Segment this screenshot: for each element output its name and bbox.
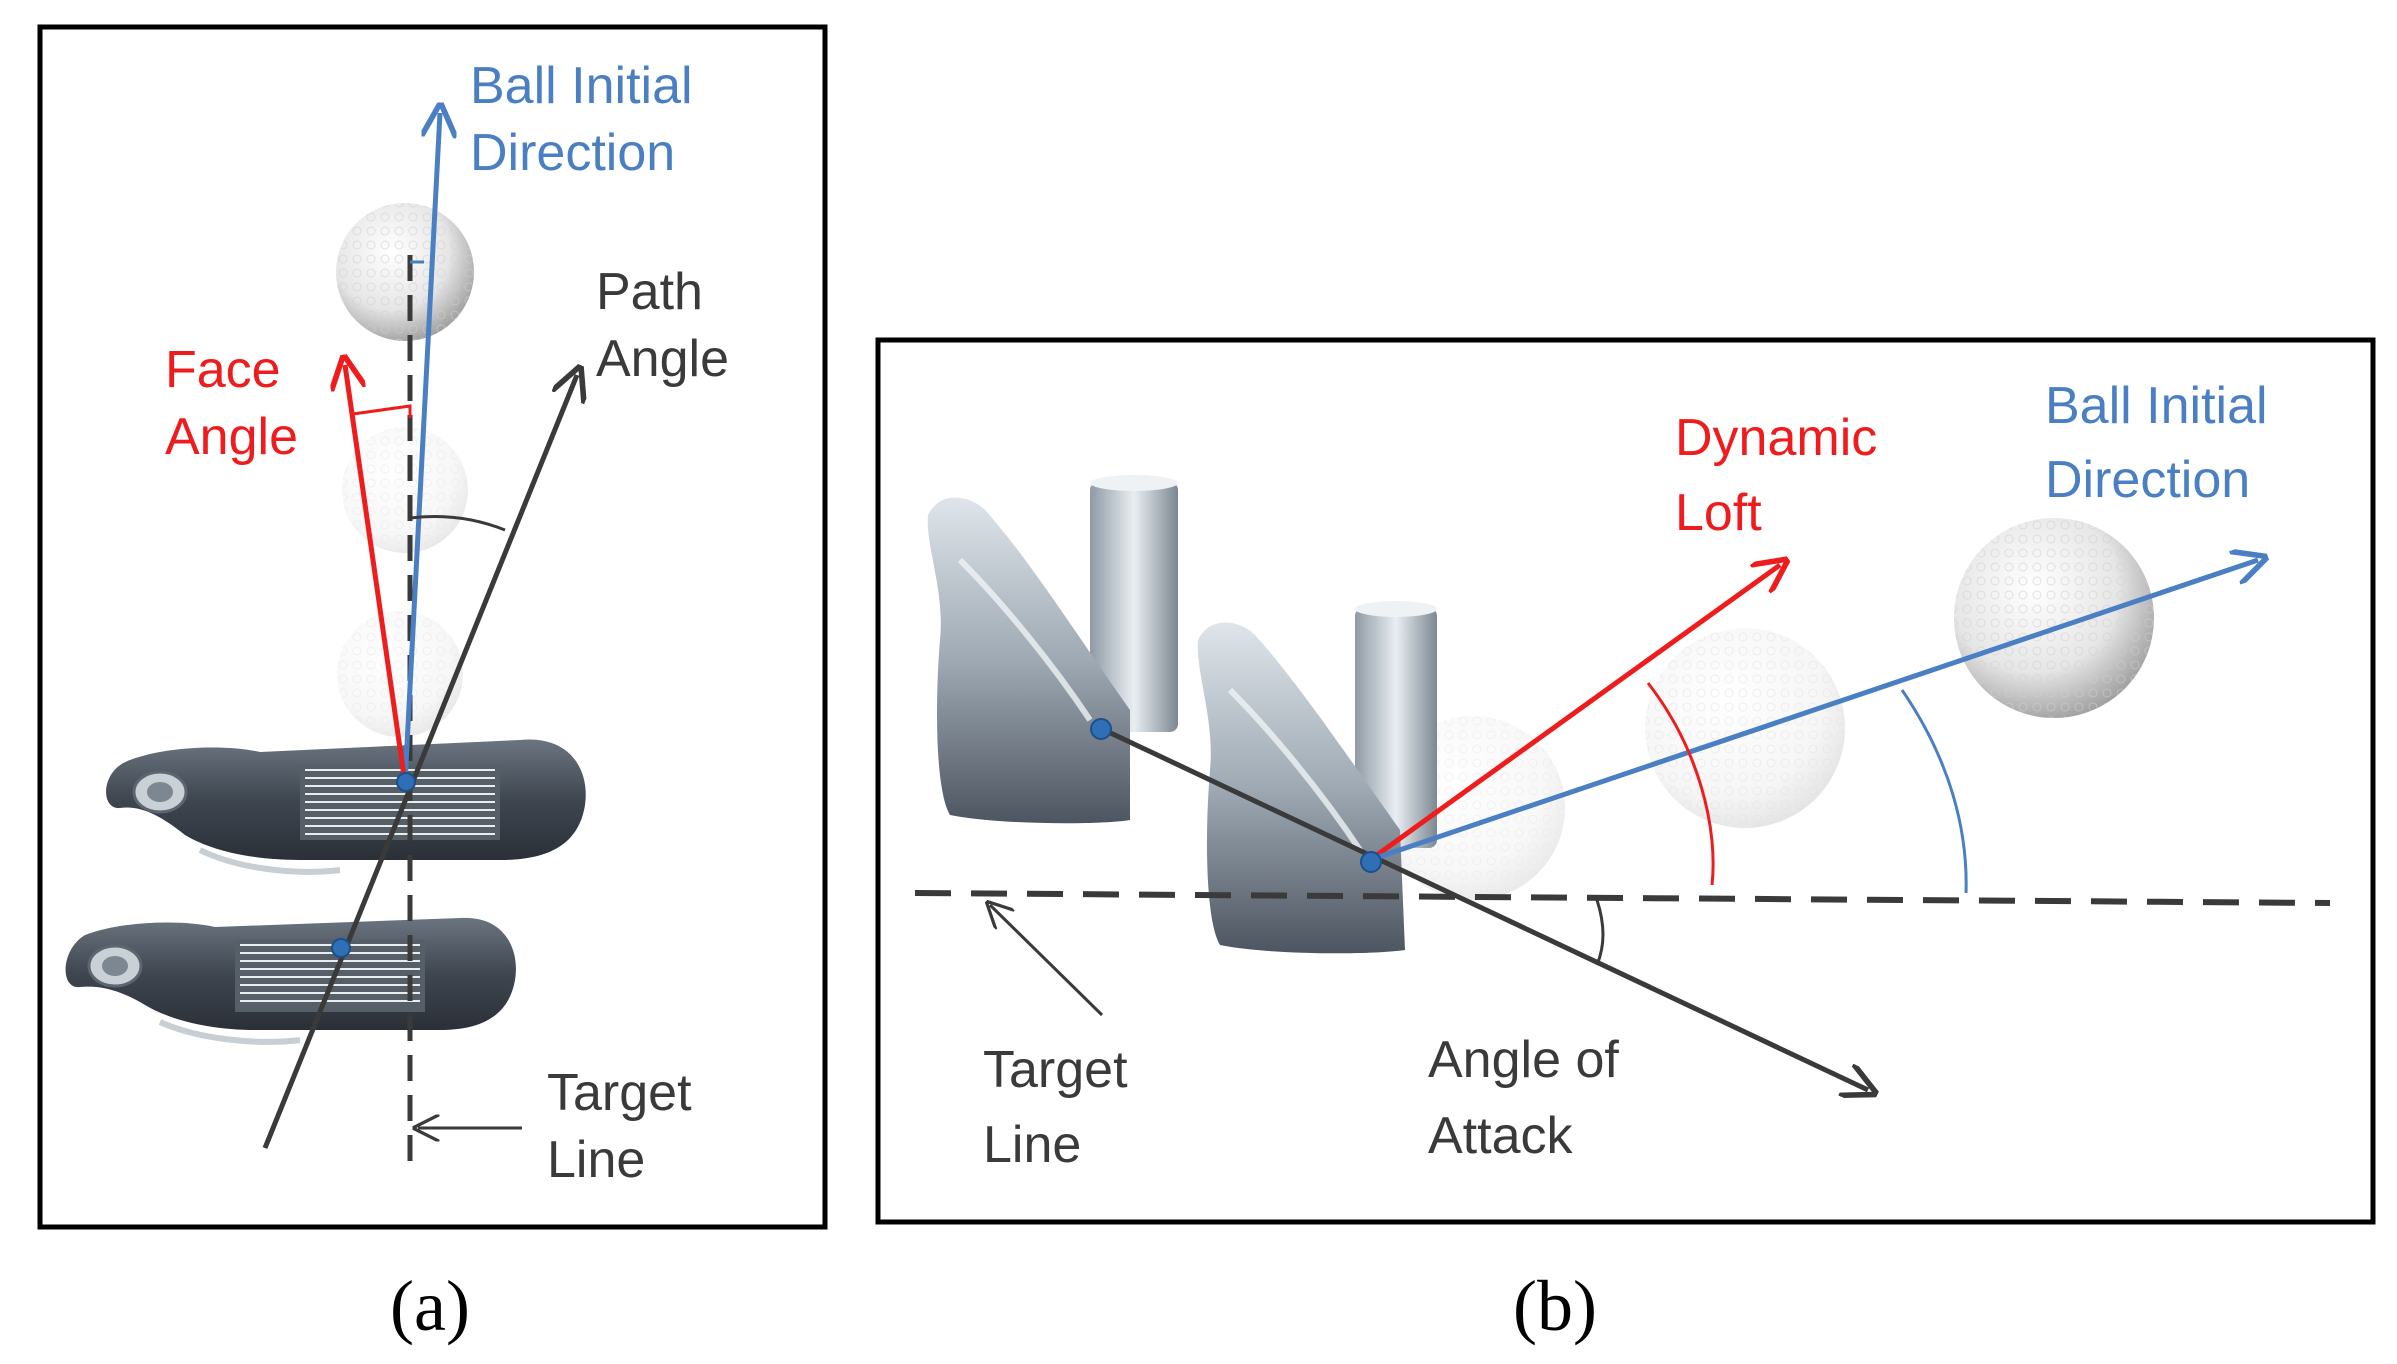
target-line [914, 890, 2331, 906]
ball-direction-label: Ball Initial Direction [470, 57, 707, 182]
path-arrow [262, 375, 577, 1149]
target-line-label: Target Line [983, 1041, 1142, 1174]
ball-direction-arrow [1369, 560, 2258, 863]
golf-ball-icon [337, 611, 463, 737]
attack-angle-arc [1595, 899, 1605, 966]
panel-b: Ball Initial Direction Dynamic Loft Angl… [875, 337, 2376, 1346]
golf-ball-icon [1645, 628, 1845, 828]
angle-of-attack-label: Angle of Attack [1428, 1031, 1633, 1165]
dynamic-loft-arrow [1368, 565, 1780, 863]
attack-path-arrow [1098, 725, 1868, 1090]
iron-clubhead-icon [1197, 601, 1437, 954]
dynamic-loft-arc [1646, 682, 1715, 886]
dynamic-loft-label: Dynamic Loft [1675, 409, 1892, 542]
panel-a-caption: (a) [390, 1266, 470, 1346]
impact-point [1360, 851, 1382, 873]
face-angle-label: Face Angle [165, 341, 298, 466]
ball-direction-arc [1900, 689, 1968, 894]
panel-b-caption: (b) [1513, 1266, 1597, 1346]
target-line-label: Target Line [547, 1064, 706, 1189]
path-angle-label: Path Angle [596, 263, 729, 388]
target-line-pointer [990, 905, 1104, 1017]
golf-ball-icon [1954, 518, 2154, 718]
impact-point [396, 772, 416, 792]
ball-direction-label: Ball Initial Direction [2045, 377, 2282, 509]
golf-ball-icon [336, 203, 474, 341]
ball-direction-arrow [402, 113, 440, 784]
face-angle-tick [352, 404, 412, 418]
impact-point [331, 938, 351, 958]
iron-clubhead-icon [927, 475, 1178, 824]
face-angle-arrow [345, 365, 408, 784]
iron-clubhead-icon [65, 917, 516, 1045]
path-angle-arc [409, 515, 506, 532]
panel-a: Ball Initial Direction Path Angle Face A… [37, 24, 828, 1346]
golf-ball-icon [342, 427, 468, 553]
impact-point [1090, 718, 1112, 740]
